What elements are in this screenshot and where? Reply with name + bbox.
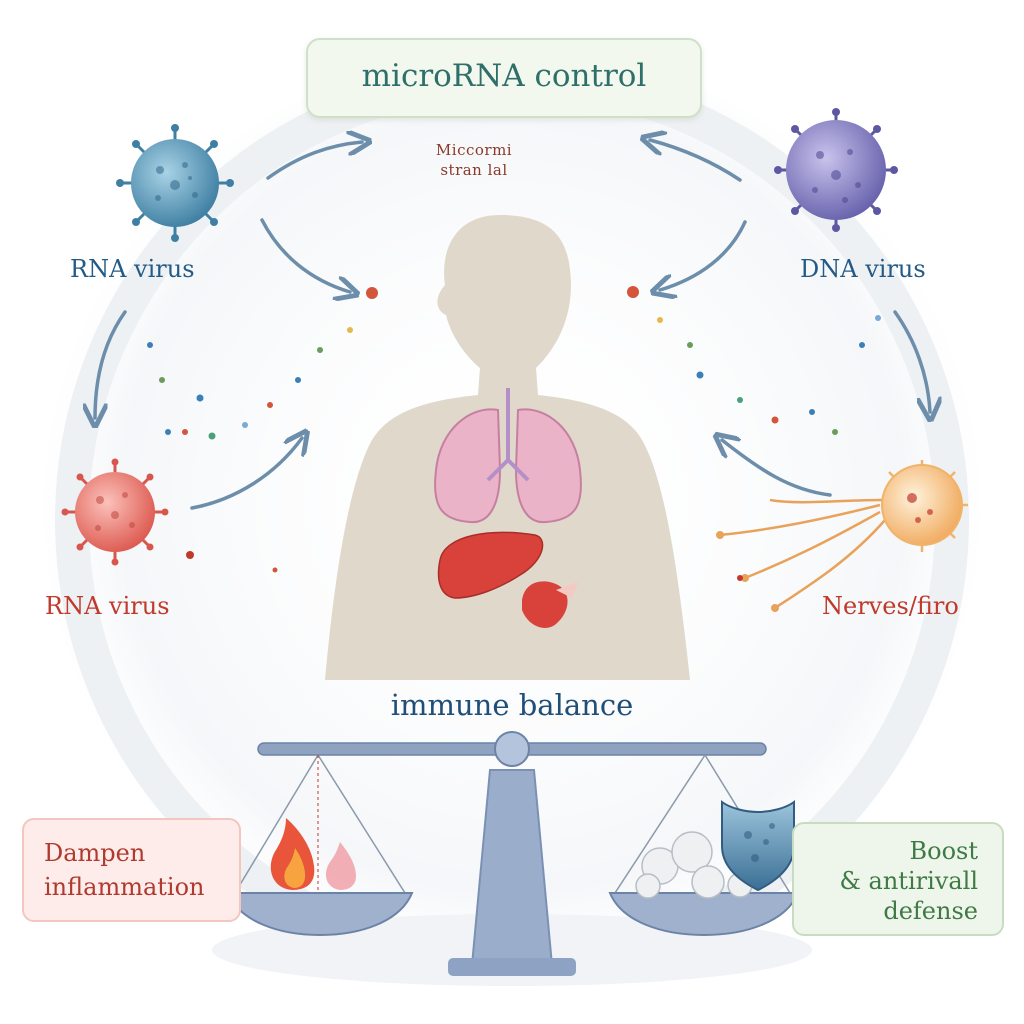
- flow-arrows: [95, 140, 930, 510]
- flame-icon: [270, 818, 356, 890]
- dna-virus-icon: [774, 108, 898, 232]
- arrow-rna-to-body: [260, 218, 350, 292]
- rna-virus-bottom-icon: [61, 458, 169, 566]
- boost-line-2: & antirivall: [839, 867, 978, 895]
- dampen-line-2: inflammation: [44, 873, 205, 901]
- nerves-label: Nerves/firo: [822, 592, 959, 620]
- mirna-strand-label: Miccormi stran lal: [404, 140, 544, 190]
- arrow-dna-to-mirna: [650, 140, 742, 182]
- boost-defense-box: Boost & antirivall defense: [792, 822, 1004, 936]
- lungs-icon: [434, 388, 582, 524]
- dampen-inflammation-box: Dampen inflammation: [22, 818, 241, 922]
- shield-icon: [721, 800, 795, 892]
- left-pan: [226, 892, 414, 937]
- arrow-dna-to-body: [660, 220, 747, 290]
- liver-icon: [437, 531, 578, 628]
- right-pan: [608, 892, 800, 937]
- arrow-dna-down: [893, 310, 930, 412]
- boost-line-1: Boost: [909, 837, 979, 865]
- arrow-rna-down: [95, 310, 127, 418]
- immune-balance-label: immune balance: [390, 688, 634, 722]
- boost-defense-text: Boost & antirivall defense: [840, 836, 978, 926]
- rna-virus-top-label: RNA virus: [70, 255, 195, 283]
- dampen-line-1: Dampen: [44, 839, 146, 867]
- dna-virus-label: DNA virus: [800, 255, 926, 283]
- nerve-cell-icon: [716, 460, 968, 612]
- balance-scale: [212, 731, 812, 986]
- title-box: microRNA control: [306, 38, 702, 118]
- boost-line-3: defense: [883, 897, 978, 925]
- mirna-strand-line-2: stran lal: [440, 161, 508, 179]
- dampen-inflammation-text: Dampen inflammation: [44, 836, 205, 904]
- arrow-rna2-to-body: [190, 438, 302, 510]
- mirna-strand-line-1: Miccormi: [435, 141, 513, 159]
- rna-virus-bottom-label: RNA virus: [45, 592, 170, 620]
- arrow-nerve-to-body: [722, 440, 832, 497]
- rna-virus-top-icon: [116, 124, 234, 242]
- mirna-particles: [147, 286, 881, 581]
- diagram-title: microRNA control: [361, 58, 647, 94]
- arrow-rna-to-mirna: [266, 142, 362, 180]
